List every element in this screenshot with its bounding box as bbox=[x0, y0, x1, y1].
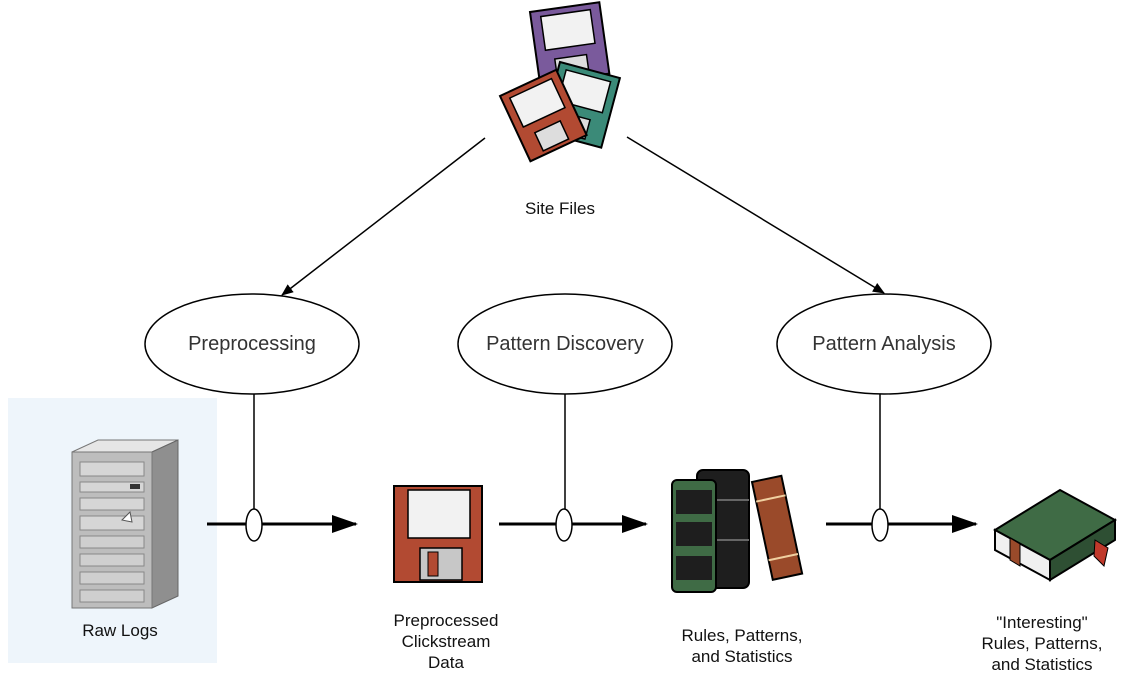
raw-logs-label: Raw Logs bbox=[40, 620, 200, 641]
rules-label: Rules, Patterns, and Statistics bbox=[652, 625, 832, 667]
site-files-label: Site Files bbox=[525, 199, 595, 218]
interesting-book-icon bbox=[993, 488, 1117, 582]
rules-line-2: and Statistics bbox=[691, 647, 793, 666]
pattern-analysis-valve bbox=[871, 508, 889, 542]
pattern-analysis-ellipse bbox=[776, 293, 992, 395]
raw-logs-line-1: Raw Logs bbox=[82, 621, 158, 640]
clickstream-line-1: Preprocessed bbox=[393, 611, 499, 630]
clickstream-line-3: Data bbox=[428, 653, 464, 672]
pattern-analysis-label: Pattern Analysis bbox=[812, 333, 956, 355]
interesting-line-1: "Interesting" bbox=[996, 613, 1088, 632]
clickstream-disk-icon bbox=[393, 485, 483, 583]
pattern-discovery-label: Pattern Discovery bbox=[486, 333, 644, 355]
preprocessing-label: Preprocessing bbox=[188, 333, 316, 355]
books-icon bbox=[671, 469, 804, 593]
preprocessing-ellipse bbox=[144, 293, 360, 395]
site-files-to-pattern-analysis-arrow bbox=[626, 136, 885, 294]
clickstream-line-2: Clickstream bbox=[401, 632, 491, 651]
interesting-rules-label: "Interesting" Rules, Patterns, and Stati… bbox=[962, 612, 1122, 675]
clickstream-label: Preprocessed Clickstream Data bbox=[366, 610, 526, 673]
rules-line-1: Rules, Patterns, bbox=[681, 626, 803, 645]
pattern-discovery-valve bbox=[555, 508, 573, 542]
interesting-line-2: Rules, Patterns, bbox=[981, 634, 1103, 653]
server-icon bbox=[71, 439, 179, 609]
interesting-line-3: and Statistics bbox=[991, 655, 1093, 674]
preprocessing-valve bbox=[245, 508, 263, 542]
site-files-icon bbox=[498, 1, 622, 163]
site-files-to-preprocessing-arrow bbox=[281, 137, 486, 296]
